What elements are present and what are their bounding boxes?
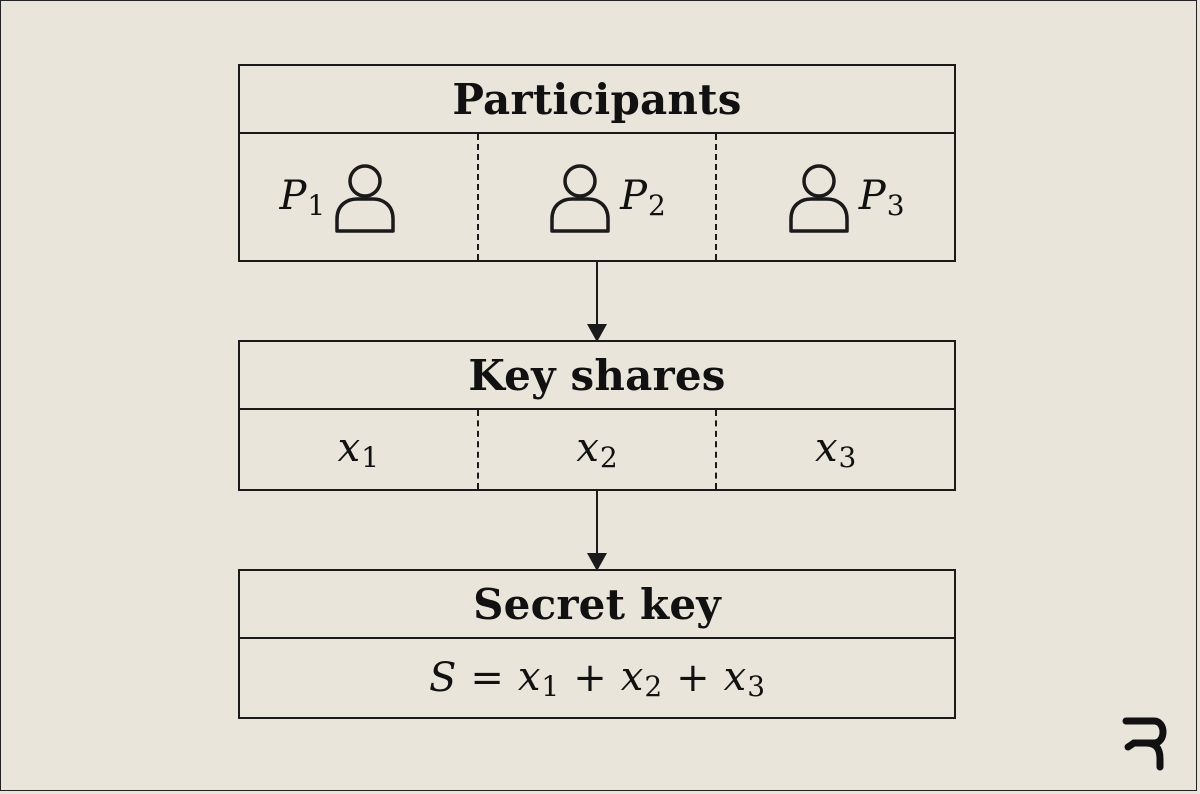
participants-row: P1 P2 P3 (240, 134, 954, 260)
participant-label-2: P2 (620, 172, 666, 222)
formula-term-1: x1 (517, 653, 560, 703)
participant-cell-1: P1 (240, 134, 477, 260)
key-share-label-1: x1 (337, 425, 380, 474)
participants-box: Participants P1 P2 (238, 64, 956, 262)
key-shares-title: Key shares (240, 342, 954, 410)
participant-label-1: P1 (279, 172, 326, 222)
arrow-participants-to-shares (587, 262, 607, 342)
brand-logo-icon (1122, 717, 1167, 771)
formula-term-2: x2 (620, 653, 663, 703)
participant-cell-2: P2 (476, 134, 716, 260)
key-share-cell-3: x3 (715, 410, 954, 489)
secret-key-formula-cell: S = x1 + x2 + x3 (240, 639, 954, 717)
formula-term-3: x3 (723, 653, 766, 703)
person-icon (550, 164, 610, 233)
secret-key-formula: S = x1 + x2 + x3 (429, 654, 765, 703)
participant-label-3: P3 (858, 172, 905, 222)
key-share-cell-1: x1 (240, 410, 477, 489)
secret-key-row: S = x1 + x2 + x3 (240, 639, 954, 717)
formula-lhs: S (428, 655, 457, 701)
key-shares-box: Key shares x1 x2 x3 (238, 340, 956, 491)
key-share-cell-2: x2 (476, 410, 716, 489)
secret-key-title: Secret key (240, 571, 954, 639)
formula-plus: + (676, 655, 710, 701)
formula-equals: = (470, 655, 504, 701)
arrow-shares-to-secret (587, 491, 607, 571)
participants-title: Participants (240, 66, 954, 134)
formula-plus: + (573, 655, 607, 701)
person-icon (335, 164, 395, 233)
key-share-label-2: x2 (576, 425, 618, 474)
participant-cell-3: P3 (715, 134, 954, 260)
key-share-label-3: x3 (814, 425, 857, 474)
secret-key-box: Secret key S = x1 + x2 + x3 (238, 569, 956, 719)
person-icon (789, 164, 849, 233)
key-shares-row: x1 x2 x3 (240, 410, 954, 489)
